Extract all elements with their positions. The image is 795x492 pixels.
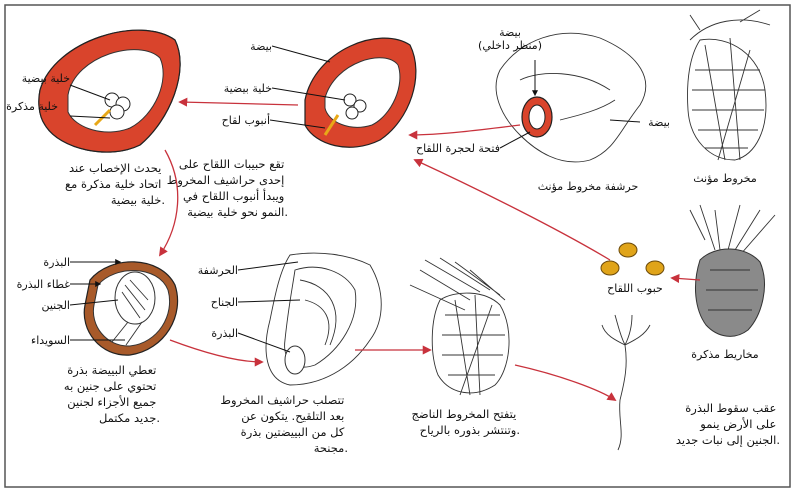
male-cones-drawing xyxy=(690,205,775,336)
label-ovule-inner-view: بيضة(منظر داخلي) xyxy=(478,26,542,52)
arrow-pollen-to-ovule xyxy=(415,160,610,260)
ovule-fertilization xyxy=(39,30,180,152)
caption-fertilization-line-3: خلية بيضية. xyxy=(111,193,165,207)
label-male-cell-text: خلية مذكرة xyxy=(6,100,58,113)
caption-seed-dispersal-line-1: يتفتح المخروط الناضج xyxy=(411,407,516,422)
caption-pollination-line-2: إحدى حراشيف المخروط xyxy=(167,173,285,188)
winged-seed-scale xyxy=(266,253,381,385)
label-embryo: الجنين xyxy=(41,299,70,312)
label-male-cell: خلية مذكرة xyxy=(6,100,58,113)
caption-germination-line-3: الجنين إلى نبات جديد. xyxy=(676,433,780,448)
pollen-grains xyxy=(601,243,664,275)
caption-scale-hardening-line-3: كل من البييضتين بذرة xyxy=(241,425,345,440)
arrow-seed-to-scale xyxy=(170,340,262,362)
arrow-scale-to-pollination xyxy=(410,125,520,135)
leader-seed xyxy=(238,333,290,352)
seedling-drawing xyxy=(602,315,650,450)
seed-cross-section xyxy=(84,262,177,355)
caption-scale-hardening-line-2: بعد التلقيح. يتكون عن xyxy=(241,409,344,424)
caption-seed-formation-line-2: تحتوي على جنين به xyxy=(64,379,156,394)
arrow-cone-to-seedling xyxy=(515,365,615,400)
label-female-cone: مخروط مؤنث xyxy=(693,172,757,185)
label-female-scale: حرشفة مخروط مؤنث xyxy=(538,180,639,193)
leader-wing xyxy=(238,300,300,302)
label-line-continuation: (منظر داخلي) xyxy=(478,39,542,52)
caption-pollination-line-4: النمو نحو خلية بيضية. xyxy=(187,205,288,220)
label-wing: الجناح xyxy=(211,296,238,309)
caption-seed-formation-line-3: جميع الأجزاء لجنين xyxy=(67,395,156,410)
caption-pollination-line-3: ويبدأ أنبوب اللقاح في xyxy=(183,188,284,204)
caption-seed-dispersal-line-2: وتنتشر بذوره بالرياح. xyxy=(420,423,520,438)
label-ovule-right: بيضة xyxy=(648,116,670,129)
ovule-pollination xyxy=(305,38,416,147)
caption-scale-hardening-line-4: مجنحة. xyxy=(314,441,348,455)
caption-fertilization-line-2: اتحاد خلية مذكرة مع xyxy=(65,177,161,192)
caption-fertilization-line-1: يحدث الإخصاب عند xyxy=(69,161,161,175)
caption-scale-hardening-line-1: تتصلب حراشيف المخروط xyxy=(220,393,344,408)
label-endosperm: السويداء xyxy=(31,334,70,347)
arrow-pollination-to-fertilization xyxy=(180,102,298,105)
caption-seed-formation: تعطي البييضة بذرة تحتوي على جنين به جميع… xyxy=(64,363,160,425)
label-pollen-chamber: فتحة لحجرة اللقاح xyxy=(416,142,500,155)
label-pollen-grains: حبوب اللقاح xyxy=(607,282,663,295)
caption-germination-line-2: على الأرض ينمو xyxy=(699,417,776,432)
caption-seed-formation-line-1: تعطي البييضة بذرة xyxy=(67,363,156,378)
label-seed-coat: البذرة xyxy=(43,256,70,269)
label-ovule-top-left: بيضة xyxy=(250,40,272,53)
female-cone-scale xyxy=(496,33,646,162)
label-egg-cell-left: خلية بيضية xyxy=(22,72,70,85)
label-seed: البذرة xyxy=(211,327,238,340)
caption-seed-formation-line-4: جديد مكتمل. xyxy=(99,411,160,425)
female-cone-drawing xyxy=(688,10,771,160)
label-seed-coverings: غطاء البذرة xyxy=(17,278,71,291)
mature-open-cone xyxy=(410,258,509,395)
label-pollen-tube: أنبوب لقاح xyxy=(222,113,270,127)
caption-scale-hardening: تتصلب حراشيف المخروط بعد التلقيح. يتكون … xyxy=(220,393,348,455)
caption-germination-line-1: عقب سقوط البذرة xyxy=(685,401,776,416)
leader-ovule-right xyxy=(610,120,640,122)
caption-fertilization: يحدث الإخصاب عند اتحاد خلية مذكرة مع خلي… xyxy=(65,161,165,207)
caption-pollination-line-1: تقع حبيبات اللقاح على xyxy=(179,157,284,171)
label-male-cones: مخاريط مذكرة xyxy=(691,348,758,361)
caption-pollination: تقع حبيبات اللقاح على إحدى حراشيف المخرو… xyxy=(167,157,288,220)
leader-scale xyxy=(238,262,298,270)
caption-germination: عقب سقوط البذرة على الأرض ينمو الجنين إل… xyxy=(676,401,780,448)
label-scale: الحرشفة xyxy=(198,264,238,277)
label-ovule-inner-view-text: بيضة xyxy=(499,26,521,39)
caption-seed-dispersal: يتفتح المخروط الناضج وتنتشر بذوره بالريا… xyxy=(411,407,520,438)
leader-ovule-top xyxy=(272,46,330,62)
label-egg-cell-top: خلية بيضية xyxy=(224,82,272,95)
